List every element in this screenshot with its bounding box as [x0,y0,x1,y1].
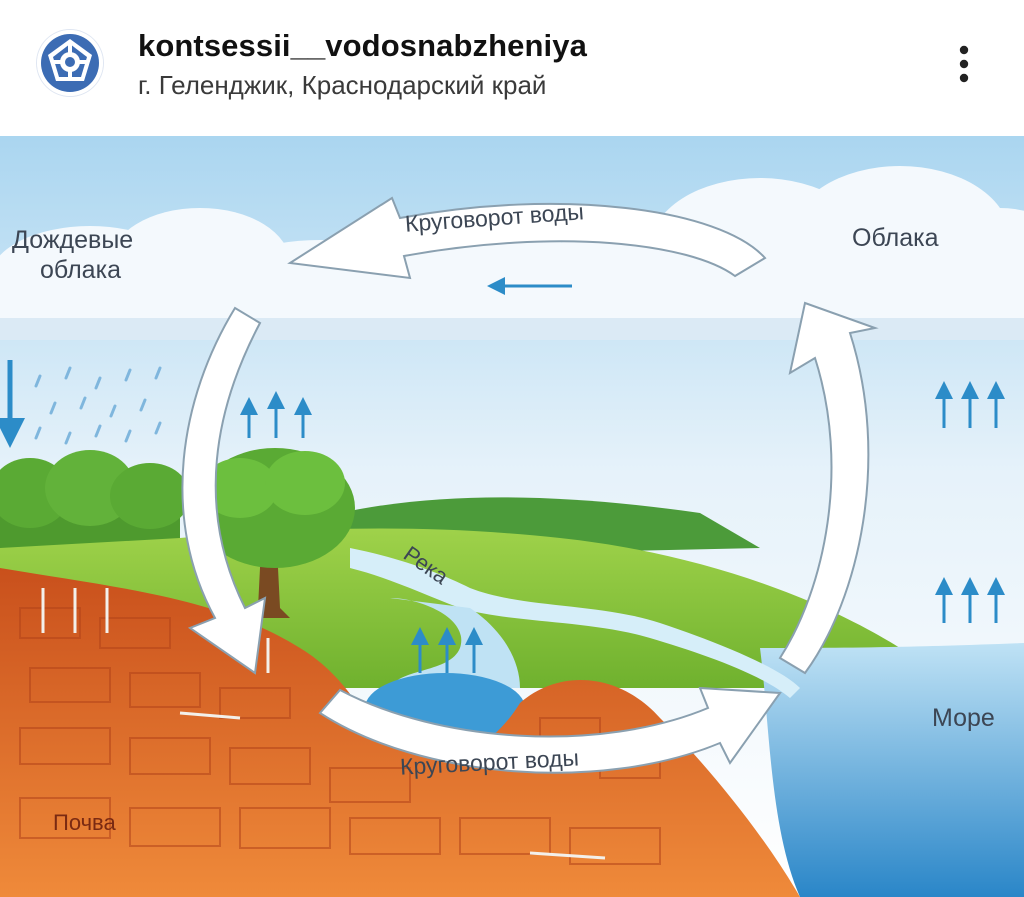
post-header: kontsessii__vodosnabzheniya г. Геленджик… [0,0,1024,128]
location-link[interactable]: г. Геленджик, Краснодарский край [138,70,547,100]
label-rain-clouds-line2: облака [40,256,121,284]
post-photo[interactable]: Дождевые облака Облака Круговорот воды К… [0,128,1024,897]
label-clouds: Облака [852,224,939,252]
label-rain-clouds-line1: Дождевые [12,226,133,254]
rain-drops [34,366,162,445]
avatar[interactable] [37,30,103,96]
infiltration-arrows [41,588,606,860]
water-valve-logo-icon [37,30,103,96]
water-cycle-diagram: Дождевые облака Облака Круговорот воды К… [0,128,1024,897]
more-vertical-icon [959,45,969,83]
soil [0,568,800,897]
cloud-band [0,166,1024,336]
cycle-arrows [181,196,879,774]
evaporation-arrows [240,277,1005,673]
tree [195,448,355,618]
label-sea: Море [932,704,995,732]
more-options-button[interactable] [946,42,982,88]
username-link[interactable]: kontsessii__vodosnabzheniya [138,28,587,63]
label-soil: Почва [53,810,116,835]
sea [760,643,1024,897]
